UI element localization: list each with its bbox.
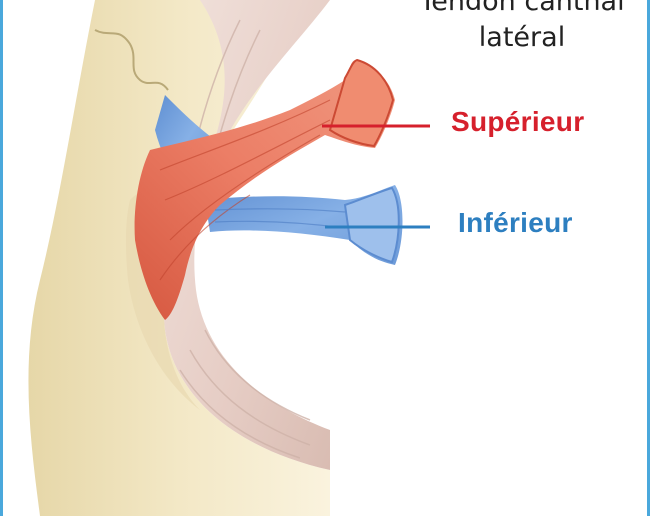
superior-tendon-end <box>328 58 395 148</box>
label-inferieur: Inférieur <box>458 207 573 238</box>
label-superieur: Supérieur <box>451 106 585 137</box>
orbital-bone <box>28 0 330 516</box>
bone-suture <box>94 29 169 91</box>
eyelid-tissue <box>164 0 330 470</box>
title-line-1: Tendon canthal <box>419 0 625 17</box>
title-line-2: latéral <box>478 22 566 53</box>
